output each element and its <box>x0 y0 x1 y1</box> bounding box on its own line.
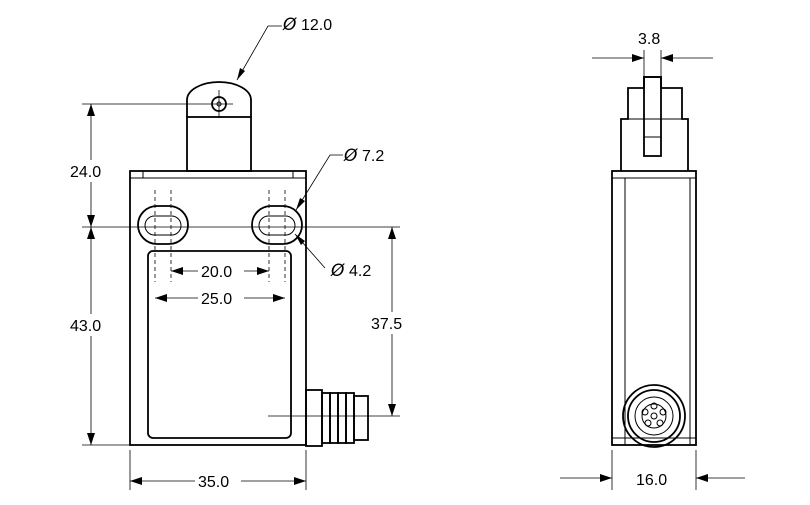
housing <box>129 170 307 446</box>
dim-body-depth: 16.0 <box>560 450 745 490</box>
mounting-slot-right <box>251 205 303 245</box>
roller-diameter-value: 12.0 <box>301 17 332 34</box>
actuator-height-value: 24.0 <box>70 164 101 181</box>
front-view <box>82 81 400 447</box>
dim-hole-diameters: Ø 7.2 Ø 4.2 <box>294 146 384 281</box>
hole-spacing-inner-value: 20.0 <box>201 264 232 281</box>
side-housing <box>611 170 697 446</box>
hole-inner-symbol: Ø <box>330 261 345 281</box>
hole-spacing-outer-value: 25.0 <box>201 291 232 308</box>
dim-hole-spacing-outer: 25.0 <box>155 289 285 308</box>
body-depth-value: 16.0 <box>636 472 667 489</box>
connector-end <box>622 384 686 448</box>
side-roller <box>643 76 662 157</box>
plunger <box>186 116 252 172</box>
cable-gland <box>268 389 400 447</box>
mounting-slot-left <box>137 205 189 245</box>
body-width-value: 35.0 <box>198 474 229 491</box>
dim-body-width: 35.0 <box>129 450 307 491</box>
side-view <box>611 76 697 448</box>
hole-outer-value: 7.2 <box>362 148 384 165</box>
dim-heights: 24.0 43.0 <box>68 103 205 446</box>
cable-offset-value: 37.5 <box>371 316 402 333</box>
hole-outer-symbol: Ø <box>343 146 358 166</box>
cover-plate <box>147 250 292 439</box>
body-height-value: 43.0 <box>70 318 101 335</box>
dim-roller-diameter: Ø 12.0 <box>236 15 332 81</box>
roller-diameter-symbol: Ø <box>282 15 297 35</box>
dim-roller-width: 3.8 <box>592 31 713 77</box>
dim-cable-offset: 37.5 <box>320 226 415 416</box>
hole-inner-value: 4.2 <box>349 263 371 280</box>
roller-width-value: 3.8 <box>638 31 660 48</box>
roller <box>186 81 252 117</box>
dim-hole-spacing-inner: 20.0 <box>171 262 269 281</box>
